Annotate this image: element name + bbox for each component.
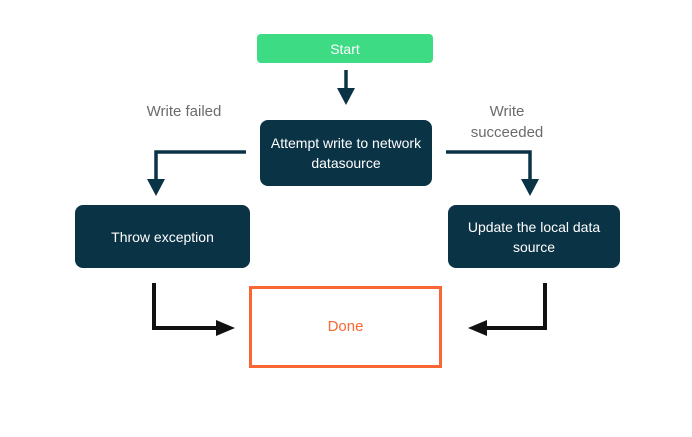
node-start: Start <box>257 34 433 63</box>
node-done: Done <box>249 286 442 368</box>
edge-throw-to-done-arrow <box>152 283 235 336</box>
edge-attempt-to-throw-arrow <box>147 150 246 196</box>
node-throw-exception: Throw exception <box>75 205 250 268</box>
node-attempt-write: Attempt write to network datasource <box>260 120 432 186</box>
edge-label-write-succeeded: Write succeeded <box>470 103 544 141</box>
node-update-local-source: Update the local data source <box>448 205 620 268</box>
edge-start-to-attempt-arrow <box>337 70 355 105</box>
edge-attempt-to-update-arrow <box>446 150 539 196</box>
edge-update-to-done-arrow <box>468 283 547 336</box>
edge-label-write-failed: Write failed <box>146 103 222 120</box>
